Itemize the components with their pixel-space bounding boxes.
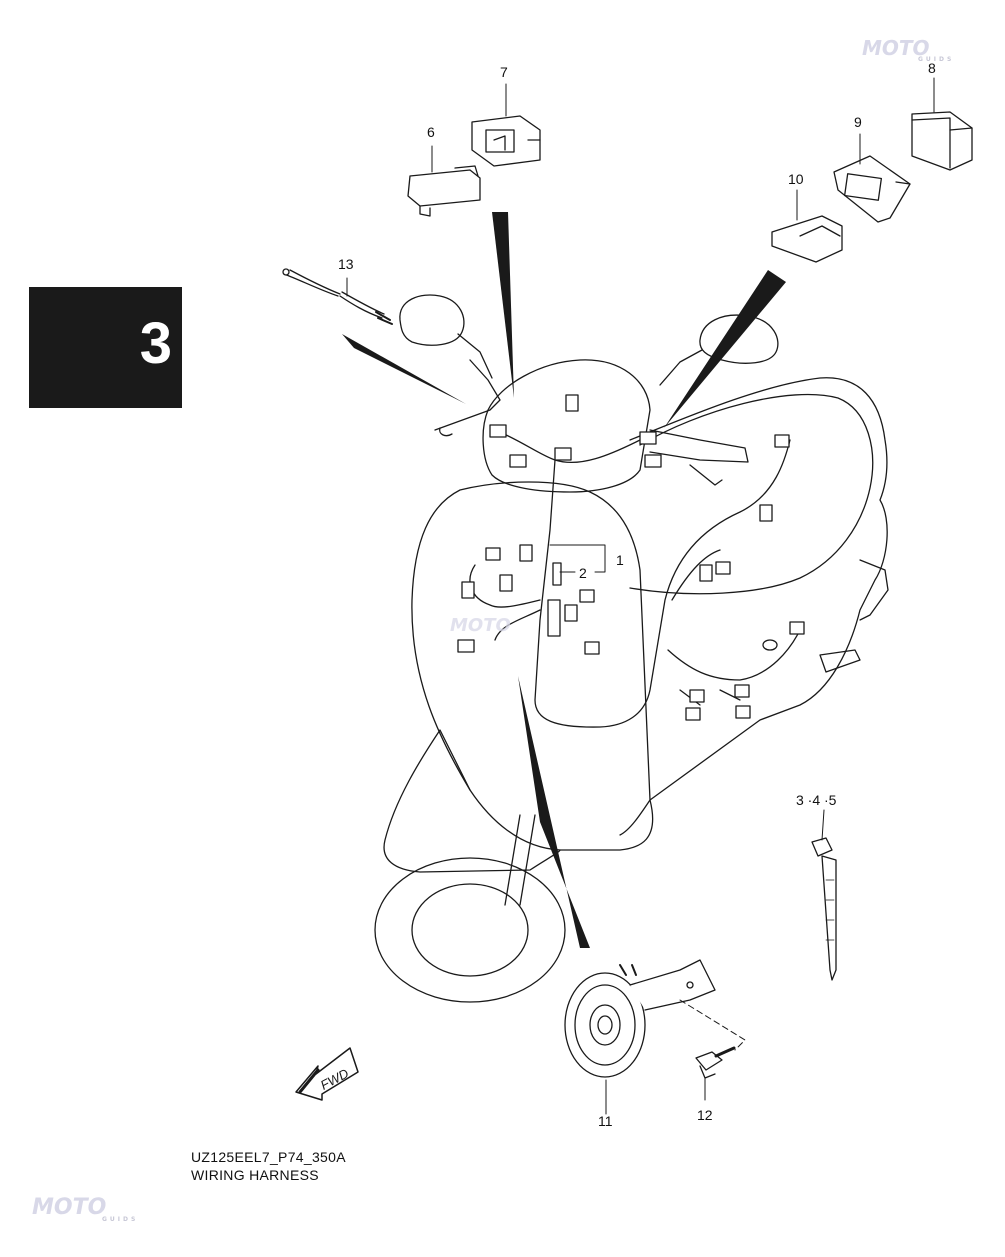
front-wheel-inner xyxy=(411,883,529,977)
front-wheel-outer xyxy=(374,857,566,1003)
part-11-horn xyxy=(564,959,716,1078)
watermark-logo-bottom: MOTO GUIDS xyxy=(32,1195,138,1223)
part-345-clamp xyxy=(811,837,837,981)
wedge-top xyxy=(492,212,514,398)
part-8-switch xyxy=(911,111,973,171)
left-grip xyxy=(439,427,453,437)
harness-right-branch xyxy=(667,549,801,681)
part-6-switch xyxy=(407,165,481,217)
callout-6: 6 xyxy=(427,124,435,140)
callout-1: 1 xyxy=(616,552,624,568)
part-12-bolt xyxy=(695,1046,736,1079)
diagram-code: UZ125EEL7_P74_350A xyxy=(191,1149,346,1165)
rear-frame xyxy=(859,559,889,621)
right-handlebar xyxy=(649,429,749,463)
diagram-title: WIRING HARNESS xyxy=(191,1167,319,1183)
callout-2: 2 xyxy=(579,565,587,581)
callout-12: 12 xyxy=(697,1107,713,1123)
harness-connectors xyxy=(457,394,805,721)
wedge-left xyxy=(342,334,466,404)
callout-9: 9 xyxy=(854,114,862,130)
fwd-arrow xyxy=(295,1047,359,1101)
harness-rear-branch xyxy=(679,689,741,706)
rear-body-outline xyxy=(619,377,888,836)
watermark-text: MOTO xyxy=(862,36,930,60)
front-fender-shield xyxy=(383,729,561,873)
watermark-text: MOTO xyxy=(32,1195,107,1220)
handlebar-cover xyxy=(482,359,651,493)
watermark-sub: GUIDS xyxy=(918,56,955,63)
right-mirror-stem xyxy=(659,349,703,386)
front-fork xyxy=(504,814,536,906)
seat-outline xyxy=(629,393,874,595)
wedge-right xyxy=(664,270,786,428)
watermark-sub: GUIDS xyxy=(102,1216,139,1223)
watermark-logo-center: MOTO xyxy=(450,615,511,636)
harness-left-branch xyxy=(469,564,541,641)
callout-11: 11 xyxy=(598,1113,613,1129)
callout-10: 10 xyxy=(788,171,804,187)
left-handlebar xyxy=(434,359,501,431)
wedge-horn xyxy=(518,676,590,948)
leader-lines xyxy=(346,77,935,1115)
assembly-dash-line xyxy=(679,999,746,1051)
leader-1 xyxy=(549,544,606,573)
right-lever xyxy=(689,464,723,486)
section-number: 3 xyxy=(139,311,172,376)
callout-7: 7 xyxy=(500,64,508,80)
part-7-switch xyxy=(471,115,541,167)
leg-shield xyxy=(411,481,654,851)
watermark-text: MOTO xyxy=(450,615,511,636)
callout-8: 8 xyxy=(928,60,936,76)
callout-3-4-5: 3 ·4 ·5 xyxy=(796,792,837,808)
pointer-wedges xyxy=(342,212,786,948)
rear-step xyxy=(819,649,861,673)
callout-13: 13 xyxy=(338,256,354,272)
left-mirror xyxy=(399,294,465,346)
part-13-lead xyxy=(282,268,393,325)
section-tab: 3 xyxy=(29,287,182,408)
left-mirror-stem xyxy=(457,333,493,379)
right-mirror xyxy=(699,314,779,364)
watermark-logo-top: MOTO GUIDS xyxy=(862,36,954,63)
part-10-switch xyxy=(771,215,843,263)
harness-main-loom xyxy=(494,429,791,728)
part-9-switch xyxy=(833,155,911,223)
